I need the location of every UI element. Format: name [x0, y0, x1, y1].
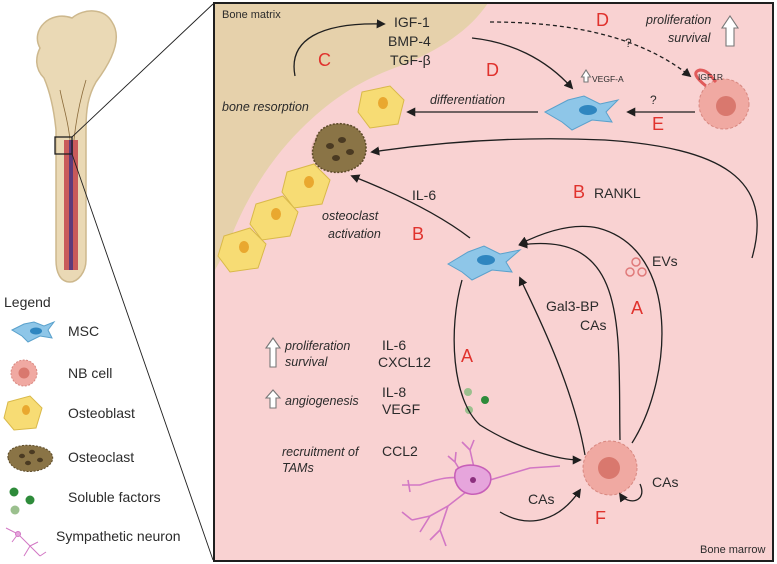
up-arrows: [264, 15, 740, 409]
up-arrow-vegfa: [580, 68, 592, 83]
labels: Bone matrix Bone marrow IGF-1 BMP-4 TGF-…: [222, 9, 765, 556]
arrows: [293, 19, 758, 522]
bone-marrow-label: Bone marrow: [700, 544, 765, 556]
effect-3-factor-1: CCL2: [382, 443, 418, 459]
effect-1-line-2: survival: [285, 355, 329, 369]
legend-label-soluble-factors: Soluble factors: [68, 489, 161, 505]
arrow-cas-mid: [518, 276, 586, 456]
letter-c: C: [318, 50, 331, 70]
legend-label-osteoclast: Osteoclast: [68, 449, 134, 465]
osteoblast-icon: [3, 395, 43, 431]
effect-2-factor-2: VEGF: [382, 401, 420, 417]
bone-matrix-region: [214, 3, 488, 272]
differentiation-label: differentiation: [430, 93, 505, 107]
arrow-rankl: [370, 138, 758, 259]
proliferation-label-top: proliferation: [645, 13, 711, 27]
signal-cas-self: CAs: [652, 474, 678, 490]
letter-b-rankl: B: [573, 182, 585, 202]
letter-d-mid: D: [486, 60, 499, 80]
arrow-resorption-to-factors: [293, 19, 386, 77]
effect-1-factor-2: CXCL12: [378, 354, 431, 370]
evs-vesicles: [625, 257, 647, 277]
effect-3-line-1: recruitment of: [282, 445, 360, 459]
osteoblast-cluster: [217, 85, 405, 273]
signal-cas-neuron: CAs: [528, 491, 554, 507]
nb-cell-top: [694, 68, 750, 130]
legend-title: Legend: [4, 294, 51, 310]
arrow-factors-to-msc: [471, 37, 574, 90]
letter-a-evs: A: [631, 298, 643, 318]
arrow-msc-to-nb: [453, 279, 582, 465]
letter-f: F: [595, 508, 606, 528]
factor-tgfb: TGF-β: [390, 52, 431, 68]
signal-gal3bp: Gal3-BP: [546, 298, 599, 314]
effect-2-factor-1: IL-8: [382, 384, 406, 400]
effect-1-line-1: proliferation: [284, 339, 350, 353]
signal-evs: EVs: [652, 253, 678, 269]
up-arrow-proliferation: [720, 15, 740, 47]
legend-label-sympathetic-neuron: Sympathetic neuron: [56, 528, 181, 544]
vegf-a-label: VEGF-A: [592, 74, 624, 84]
arrow-nb-to-msc-gal3bp: [518, 239, 621, 441]
arrow-il6: [350, 174, 471, 239]
signal-rankl: RANKL: [594, 185, 641, 201]
bone-matrix-label: Bone matrix: [222, 9, 281, 21]
up-arrow-effect-1: [264, 337, 282, 368]
osteoclast-icon: [7, 444, 54, 472]
factor-bmp4: BMP-4: [388, 33, 431, 49]
letter-a-factors: A: [461, 346, 473, 366]
legend-label-nb-cell: NB cell: [68, 365, 112, 381]
question-mark-mid: ?: [650, 93, 657, 107]
arrow-neuron-cas: [499, 488, 582, 522]
osteoclast-label: osteoclast: [322, 209, 379, 223]
up-arrow-effect-2: [264, 389, 282, 409]
msc-top-cell: [543, 95, 620, 131]
signal-il6-top: IL-6: [412, 187, 436, 203]
letter-e: E: [652, 114, 664, 134]
arrow-self-cas: [618, 483, 643, 503]
osteoclast-cell: [311, 122, 367, 174]
sympathetic-neuron-cell: [401, 439, 561, 547]
main-panel: [213, 2, 774, 562]
activation-label: activation: [328, 227, 381, 241]
factor-igf1: IGF-1: [394, 14, 430, 30]
msc-icon: [10, 320, 56, 343]
survival-label-top: survival: [668, 31, 712, 45]
femur-illustration: [36, 3, 214, 561]
effect-1-factor-1: IL-6: [382, 337, 406, 353]
msc-mid-cell: [447, 245, 522, 281]
arrow-evs: [518, 225, 663, 444]
igf1r-label: IGF1R: [698, 72, 723, 82]
soluble-factors-icon: [9, 487, 35, 515]
nb-cell-icon: [10, 359, 38, 387]
letter-d-top: D: [596, 10, 609, 30]
effect-3-line-2: TAMs: [282, 461, 314, 475]
legend-label-osteoblast: Osteoblast: [68, 405, 135, 421]
bone-resorption-label: bone resorption: [222, 100, 309, 114]
signal-cas-mid: CAs: [580, 317, 606, 333]
question-mark-top: ?: [625, 36, 632, 50]
legend-label-msc: MSC: [68, 323, 99, 339]
legend: Legend MSC NB cell Osteoblast Osteoclast: [3, 294, 181, 557]
effect-2-line-1: angiogenesis: [285, 394, 359, 408]
arrow-igf1-to-igf1r: [489, 21, 692, 78]
letter-b-il6: B: [412, 224, 424, 244]
nb-cell-bottom: [582, 440, 638, 496]
sympathetic-neuron-icon: [5, 527, 47, 557]
